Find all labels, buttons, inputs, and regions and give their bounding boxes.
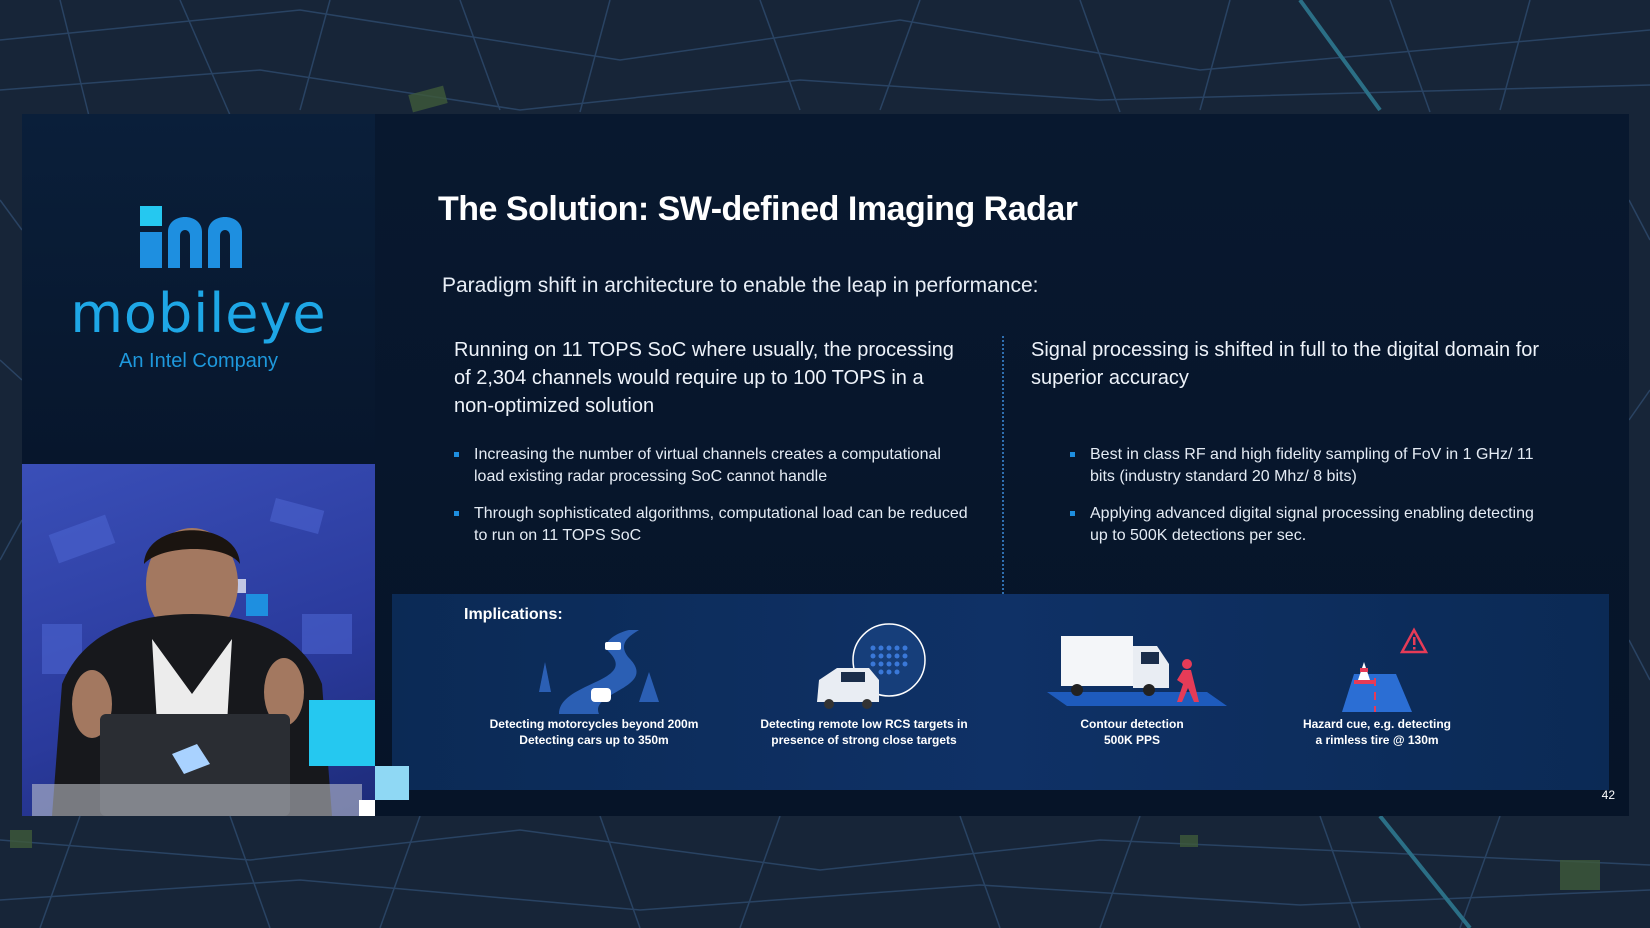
implications-title: Implications: (464, 606, 563, 623)
left-column-bullets: Increasing the number of virtual channel… (454, 444, 974, 562)
slide-subtitle: Paradigm shift in architecture to enable… (442, 274, 1039, 297)
implication-item: Detecting remote low RCS targets in pres… (744, 622, 984, 748)
bullet-item: Best in class RF and high fidelity sampl… (1070, 444, 1550, 488)
right-column-bullets: Best in class RF and high fidelity sampl… (1070, 444, 1550, 562)
implication-caption-line1: Detecting remote low RCS targets in (760, 717, 968, 731)
implication-caption-line2: presence of strong close targets (771, 733, 957, 747)
decor-square-light (375, 766, 409, 800)
implication-caption-line2: 500K PPS (1103, 733, 1161, 747)
implication-caption-line1: Detecting motorcycles beyond 200m (489, 717, 699, 731)
implication-caption-line1: Hazard cue, e.g. detecting (1302, 717, 1452, 731)
road-vehicles-icon (539, 630, 659, 714)
page-number: 42 (1601, 788, 1615, 802)
bullet-item: Increasing the number of virtual channel… (454, 444, 974, 488)
decor-square-white (359, 800, 375, 816)
decor-square-cyan (309, 700, 375, 766)
bullet-item: Applying advanced digital signal process… (1070, 503, 1550, 547)
implication-caption-line1: Contour detection (1080, 717, 1184, 731)
left-column-heading: Running on 11 TOPS SoC where usually, th… (454, 339, 954, 417)
implications-bar: Implications: Detecting motorcycles beyo… (392, 594, 1609, 790)
company-wordmark: mobileye (70, 282, 327, 345)
logo-panel: mobileye An Intel Company (22, 114, 375, 464)
bullet-item: Through sophisticated algorithms, comput… (454, 503, 974, 547)
implication-item: Contour detection 500K PPS (1012, 622, 1252, 748)
presenter-image (32, 497, 362, 816)
radar-car-icon (817, 623, 926, 709)
truck-pedestrian-icon (1047, 636, 1227, 706)
slide-title: The Solution: SW-defined Imaging Radar (438, 190, 1078, 228)
implication-item: Detecting motorcycles beyond 200m Detect… (474, 622, 714, 748)
mobileye-logo-icon (140, 206, 242, 268)
company-tagline: An Intel Company (119, 350, 278, 372)
implication-item: Hazard cue, e.g. detecting a rimless tir… (1257, 622, 1497, 748)
column-divider (1002, 336, 1004, 658)
presentation-slide: The Solution: SW-defined Imaging Radar P… (375, 114, 1629, 816)
implication-caption-line2: a rimless tire @ 130m (1315, 733, 1439, 747)
hazard-cone-icon (1342, 627, 1429, 712)
right-column-heading: Signal processing is shifted in full to … (1031, 339, 1540, 389)
implication-caption-line2: Detecting cars up to 350m (519, 733, 669, 747)
